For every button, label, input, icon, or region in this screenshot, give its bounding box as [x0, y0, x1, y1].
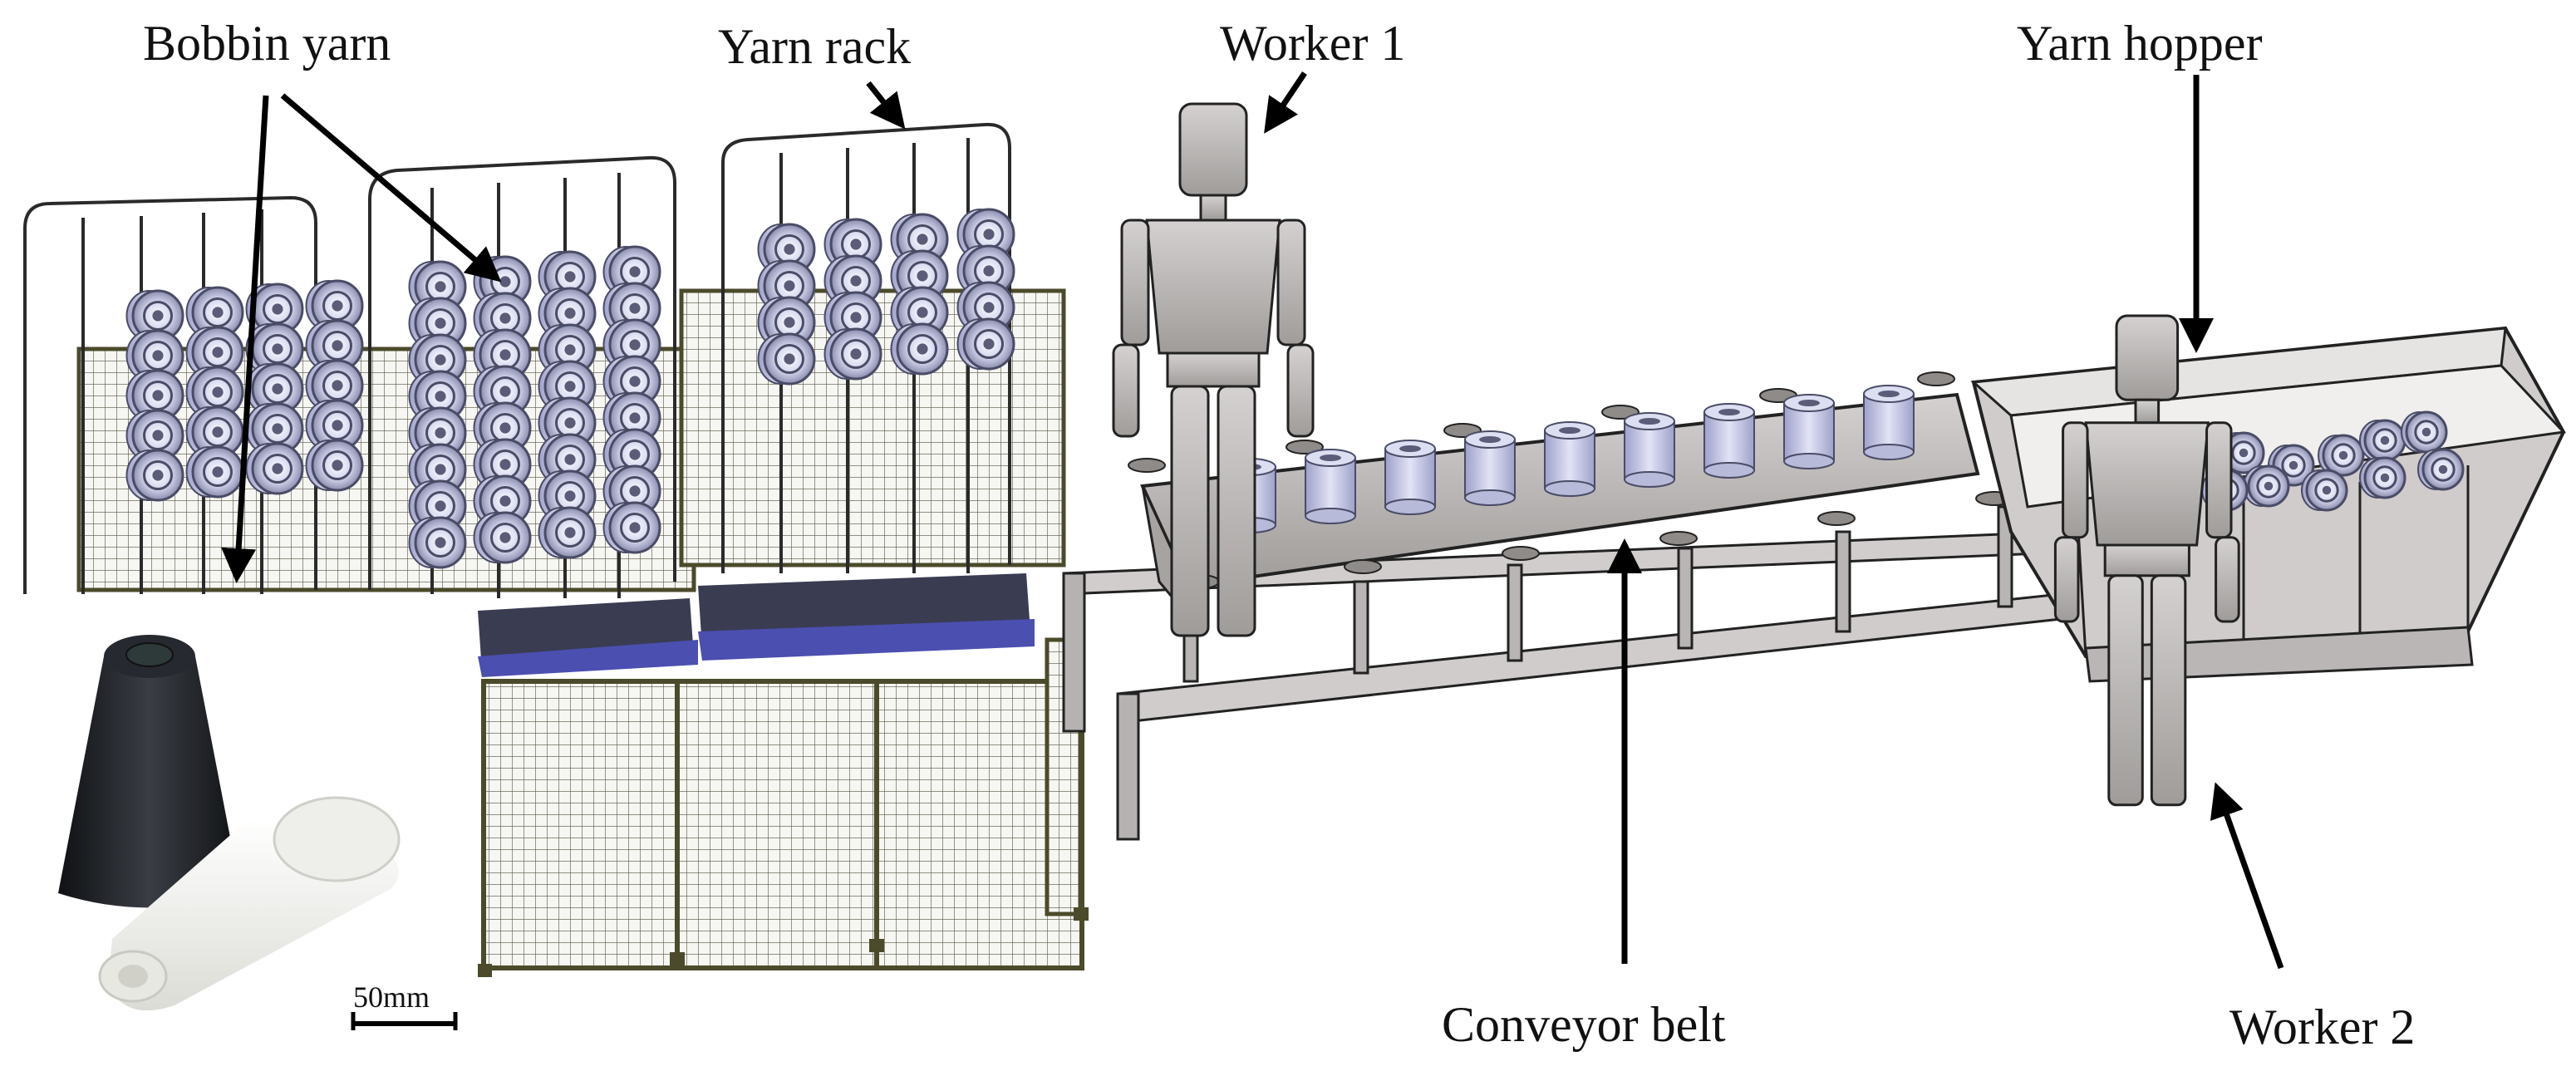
- conveyor-bobbin: [1384, 440, 1436, 515]
- worker-1-figure: [1112, 102, 1315, 637]
- safety-mesh-front: [481, 679, 1084, 970]
- bobbin: [757, 332, 816, 386]
- arrow-worker-2: [2210, 782, 2284, 970]
- bobbin: [185, 445, 244, 499]
- bobbin: [757, 223, 816, 276]
- bobbin: [2218, 431, 2265, 474]
- conveyor-bobbin-group: [1225, 385, 1915, 533]
- label-bobbin-yarn: Bobbin yarn: [143, 16, 391, 71]
- conveyor-bobbin: [1305, 449, 1356, 524]
- bobbin: [2318, 434, 2365, 477]
- bobbin-group: [125, 208, 1015, 569]
- label-conveyor-belt: Conveyor belt: [1442, 997, 1726, 1052]
- bobbin: [538, 506, 597, 559]
- bobbin: [602, 501, 661, 554]
- bobbin: [245, 362, 304, 415]
- label-worker-1: Worker 1: [1220, 16, 1405, 71]
- bobbin: [408, 516, 467, 569]
- rack-frame-2: [368, 155, 676, 590]
- bobbin: [890, 322, 949, 376]
- bobbin: [245, 402, 304, 455]
- label-yarn-rack: Yarn rack: [718, 19, 911, 74]
- arrow-worker-1: [1264, 71, 1307, 134]
- bobbin: [305, 279, 364, 332]
- bobbin: [305, 319, 364, 372]
- bobbin: [2417, 448, 2465, 491]
- bobbin: [305, 439, 364, 492]
- rack-frame-1: [23, 195, 317, 594]
- conveyor-bobbin: [1624, 412, 1675, 488]
- conveyor-bobbin: [1544, 421, 1595, 497]
- bobbin: [2301, 469, 2348, 512]
- label-worker-2: Worker 2: [2229, 1000, 2415, 1054]
- label-arrows: [221, 71, 2284, 970]
- bobbin: [2359, 456, 2406, 499]
- bobbin: [125, 449, 184, 502]
- bobbin: [2243, 464, 2290, 508]
- arrow-bobbin-yarn-2: [221, 95, 269, 583]
- label-yarn-hopper: Yarn hopper: [2017, 16, 2263, 71]
- bobbin: [305, 359, 364, 412]
- bobbin: [245, 322, 304, 376]
- bobbin: [125, 369, 184, 422]
- bobbin: [473, 401, 532, 454]
- rack-frame-3: [721, 122, 1011, 573]
- scale-bar-label: 50mm: [353, 980, 430, 1014]
- bobbin: [125, 289, 184, 342]
- bobbin: [125, 329, 184, 382]
- bobbin: [185, 326, 244, 379]
- bobbin: [2401, 410, 2448, 454]
- conveyor-bobbin: [1783, 394, 1835, 469]
- bobbin: [2359, 419, 2406, 462]
- arrow-bobbin-yarn-1: [280, 93, 502, 283]
- bobbin: [956, 317, 1015, 371]
- black-yarn-cone: [58, 635, 241, 908]
- worker-2-figure: [2053, 314, 2240, 807]
- conveyor-bobbin: [1703, 403, 1755, 479]
- white-yarn-cone: [98, 796, 401, 1011]
- bobbin: [245, 442, 304, 495]
- conveyor-bobbin: [1863, 385, 1915, 460]
- arrow-yarn-rack: [866, 81, 906, 130]
- bobbin: [823, 327, 882, 381]
- bobbin: [245, 283, 304, 336]
- conveyor-bobbin: [1464, 430, 1516, 506]
- inset-photo: 50mm: [0, 594, 478, 1076]
- bobbin: [185, 405, 244, 459]
- bobbin: [473, 511, 532, 564]
